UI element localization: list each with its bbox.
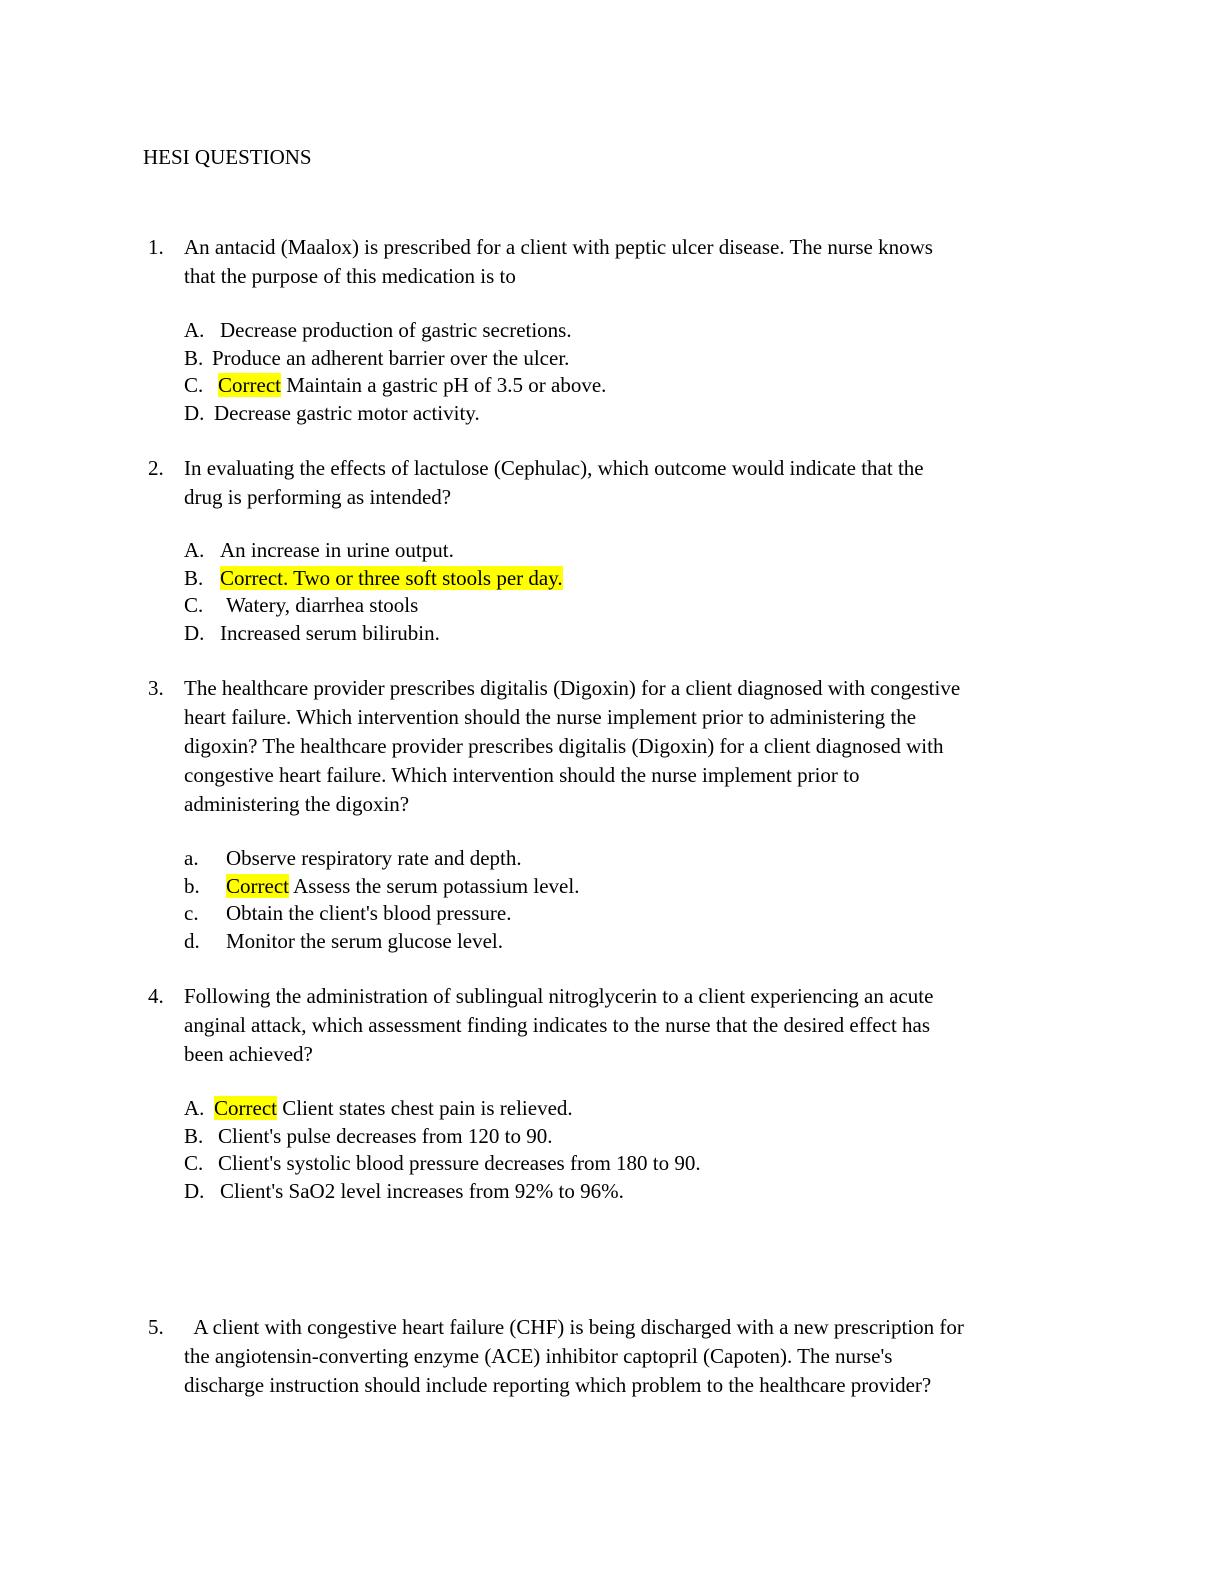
answer-option: D. Client's SaO2 level increases from 92%… [184,1178,1084,1206]
page-title: HESI QUESTIONS [143,145,312,169]
option-text: Produce an adherent barrier over the ulc… [212,345,570,370]
correct-highlight: Correct [218,373,281,397]
question-number: 4. [148,983,164,1008]
answer-option: c. Obtain the client's blood pressure. [184,900,1084,928]
option-text: Monitor the serum glucose level. [226,928,504,953]
option-text-wrap: Correct Assess the serum potassium level… [226,873,579,901]
option-text-wrap: Client's pulse decreases from 120 to 90. [218,1123,552,1151]
question-line: The healthcare provider prescribes digit… [184,675,961,700]
option-text: Decrease gastric motor activity. [214,400,480,425]
question-line: digoxin? The healthcare provider prescri… [184,733,944,758]
question-line: A client with congestive heart failure (… [184,1314,964,1339]
answer-option: B. Client's pulse decreases from 120 to 9… [184,1123,1084,1151]
question-line: heart failure. Which intervention should… [184,704,917,729]
option-text-wrap: Watery, diarrhea stools [226,592,418,620]
option-text: Increased serum bilirubin. [220,620,440,645]
option-letter: D. [184,620,205,645]
question-line: anginal attack, which assessment finding… [184,1012,931,1037]
option-text: Watery, diarrhea stools [226,593,419,617]
option-text-wrap: Correct. Two or three soft stools per da… [220,565,563,593]
option-text: Client's pulse decreases from 120 to 90. [218,1123,553,1148]
option-letter: D. [184,400,205,425]
option-text-wrap: Produce an adherent barrier over the ulc… [212,345,569,373]
question-number: 1. [148,234,164,259]
answer-option: C. Correct Maintain a gastric pH of 3.5 o… [184,372,1084,400]
question-text: A client with congestive heart failure (… [184,1313,964,1400]
option-text: Assess the serum potassium level. [288,873,580,898]
option-text: Client's systolic blood pressure decreas… [218,1151,701,1175]
option-letter: A. [184,538,205,562]
option-letter: D. [184,1178,205,1203]
question-line: An antacid (Maalox) is prescribed for a … [184,234,933,259]
option-text: Obtain the client's blood pressure. [226,901,512,925]
option-text-wrap: Increased serum bilirubin. [220,620,440,648]
question-line: that the purpose of this medication is t… [184,263,516,288]
answer-option: B. Produce an adherent barrier over the u… [184,345,1084,373]
option-text: Observe respiratory rate and depth. [226,846,522,870]
question-line: administering the digoxin? [184,791,410,816]
option-text: Client states chest pain is relieved. [276,1096,573,1120]
option-text-wrap: Decrease production of gastric secretion… [220,317,572,345]
question-text: The healthcare provider prescribes digit… [184,674,960,819]
option-letter: c. [184,901,199,925]
answer-option: b. Correct Assess the serum potassium lev… [184,873,1084,901]
question-line: congestive heart failure. Which interven… [184,762,860,787]
option-letter: C. [184,1151,204,1175]
option-text: Decrease production of gastric secretion… [220,318,572,342]
question-line: Following the administration of sublingu… [184,983,934,1008]
correct-highlight: Correct [214,1096,277,1120]
correct-highlight: Correct [226,873,289,898]
question-line: discharge instruction should include rep… [184,1372,932,1397]
option-letter: B. [184,565,204,590]
answer-option: C. Watery, diarrhea stools [184,592,1084,620]
question-number: 3. [148,675,164,700]
question-text: Following the administration of sublingu… [184,982,933,1069]
correct-highlight: Correct. Two or three soft stools per da… [220,565,563,590]
option-text-wrap: Monitor the serum glucose level. [226,928,503,956]
answer-option: D. Decrease gastric motor activity. [184,400,1084,428]
question-number: 2. [148,455,164,480]
option-letter: B. [184,345,204,370]
answer-option: d. Monitor the serum glucose level. [184,928,1084,956]
option-text-wrap: Observe respiratory rate and depth. [226,845,522,873]
option-text-wrap: Obtain the client's blood pressure. [226,900,511,928]
option-letter: B. [184,1123,204,1148]
option-letter: C. [184,593,204,617]
answer-option: D. Increased serum bilirubin. [184,620,1084,648]
answer-options: A. An increase in urine output. B. Correct.… [184,537,1084,647]
answer-options: A. Correct Client states chest pain is re… [184,1095,1084,1205]
option-text-wrap: Correct Client states chest pain is reli… [214,1095,573,1123]
option-text-wrap: Correct Maintain a gastric pH of 3.5 or … [218,372,606,400]
answer-option: A. An increase in urine output. [184,537,1084,565]
option-text: Maintain a gastric pH of 3.5 or above. [280,373,607,397]
answer-options: a. Observe respiratory rate and depth. b. C… [184,845,1084,955]
question-number: 5. [148,1314,164,1339]
option-letter: C. [184,373,204,397]
option-letter: d. [184,928,200,953]
question-line: been achieved? [184,1041,313,1066]
answer-options: A. Decrease production of gastric secreti… [184,317,1084,427]
option-letter: b. [184,873,200,898]
answer-option: C. Client's systolic blood pressure decre… [184,1150,1084,1178]
question-line: the angiotensin-converting enzyme (ACE) … [184,1343,893,1368]
option-text-wrap: An increase in urine output. [220,537,454,565]
option-text-wrap: Client's SaO2 level increases from 92% t… [220,1178,624,1206]
option-text-wrap: Client's systolic blood pressure decreas… [218,1150,701,1178]
answer-option: A. Decrease production of gastric secreti… [184,317,1084,345]
option-letter: A. [184,318,205,342]
question-line: drug is performing as intended? [184,484,452,509]
question-line: In evaluating the effects of lactulose (… [184,455,924,480]
option-text: An increase in urine output. [220,538,454,562]
option-letter: A. [184,1096,205,1120]
answer-option: B. Correct. Two or three soft stools per … [184,565,1084,593]
option-text: Client's SaO2 level increases from 92% t… [220,1178,624,1203]
question-text: In evaluating the effects of lactulose (… [184,454,924,512]
question-text: An antacid (Maalox) is prescribed for a … [184,233,933,291]
option-text-wrap: Decrease gastric motor activity. [214,400,480,428]
answer-option: A. Correct Client states chest pain is re… [184,1095,1084,1123]
option-letter: a. [184,846,199,870]
answer-option: a. Observe respiratory rate and depth. [184,845,1084,873]
